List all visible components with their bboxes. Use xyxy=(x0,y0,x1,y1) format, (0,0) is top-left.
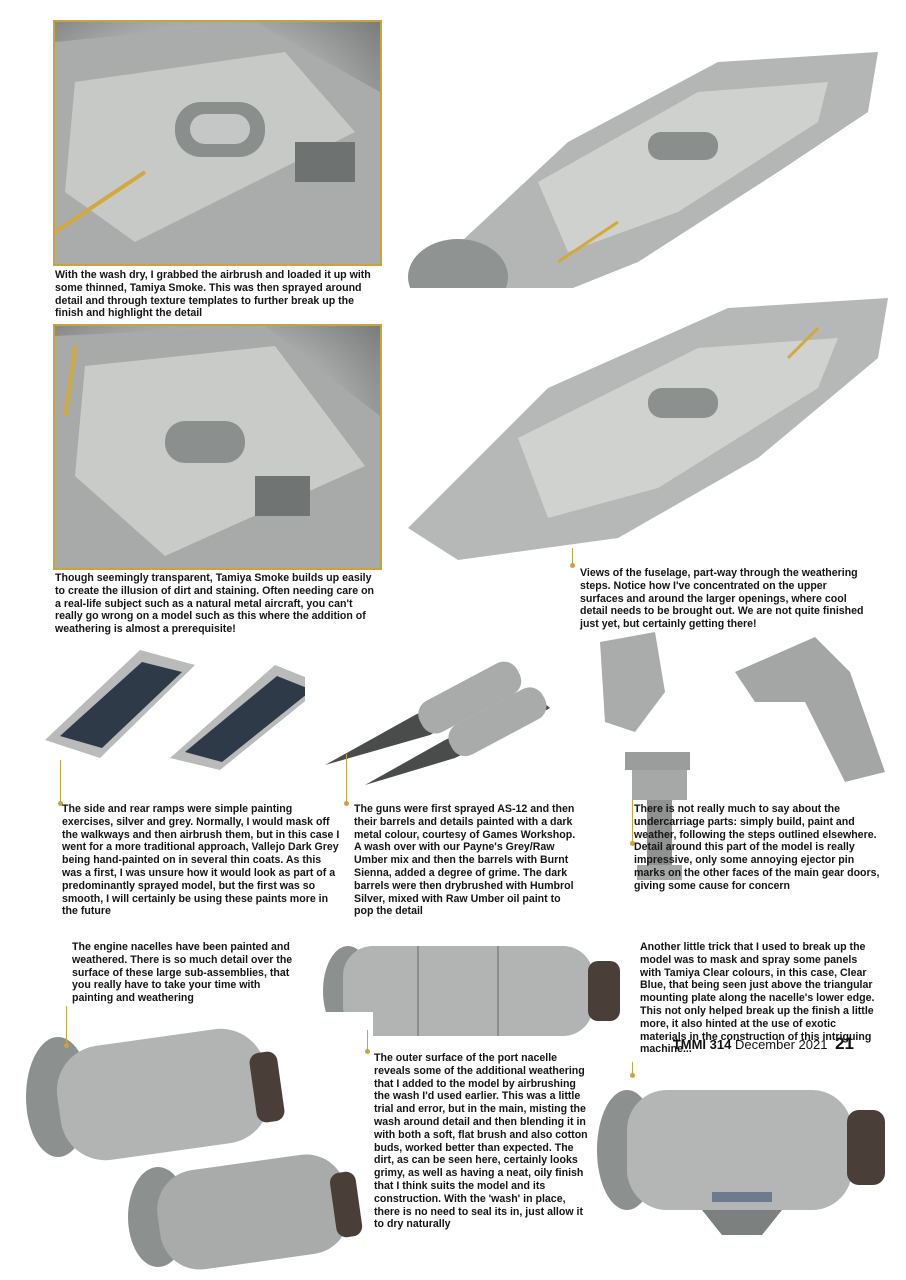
footer-issue: TMMI 314 xyxy=(672,1037,732,1052)
caption-tamiya-smoke: Though seemingly transparent, Tamiya Smo… xyxy=(55,572,375,636)
photo-fuselage-underside-view xyxy=(398,288,894,560)
caption-engine-nacelles: The engine nacelles have been painted an… xyxy=(72,941,293,1005)
caption-port-nacelle: The outer surface of the port nacelle re… xyxy=(374,1052,588,1231)
caption-clear-colours: Another little trick that I used to brea… xyxy=(640,941,875,1056)
caption-side-rear-ramps: The side and rear ramps were simple pain… xyxy=(62,803,340,918)
photo-nacelle-clear-blue-panel xyxy=(592,1070,892,1238)
page-footer: TMMI 314 December 2021 21 xyxy=(673,1034,854,1054)
leader-line-guns xyxy=(344,754,349,806)
caption-wash-dry: With the wash dry, I grabbed the airbrus… xyxy=(55,269,371,320)
photo-fuselage-weathering-closeup xyxy=(53,324,382,570)
photo-fuselage-top-view xyxy=(398,22,894,322)
caption-fuselage-views: Views of the fuselage, part-way through … xyxy=(580,567,864,631)
footer-date: December 2021 xyxy=(734,1037,828,1052)
leader-line-nacelles xyxy=(64,1006,69,1048)
leader-line-ramps xyxy=(58,760,63,806)
page-number: 21 xyxy=(835,1034,854,1053)
leader-line-fuselage xyxy=(570,548,575,568)
photo-upper-fuselage-closeup xyxy=(53,20,382,266)
photo-engine-nacelles-pair xyxy=(18,1012,373,1270)
photo-guns xyxy=(305,640,565,788)
caption-guns: The guns were first sprayed AS-12 and th… xyxy=(354,803,576,918)
leader-line-clear-colours xyxy=(630,1062,635,1078)
leader-line-port-nacelle xyxy=(365,1030,370,1054)
photo-undercarriage-leg xyxy=(622,770,702,882)
leader-line-undercarriage xyxy=(630,800,635,846)
photo-side-rear-ramps xyxy=(40,640,330,770)
caption-undercarriage: There is not really much to say about th… xyxy=(634,803,880,892)
